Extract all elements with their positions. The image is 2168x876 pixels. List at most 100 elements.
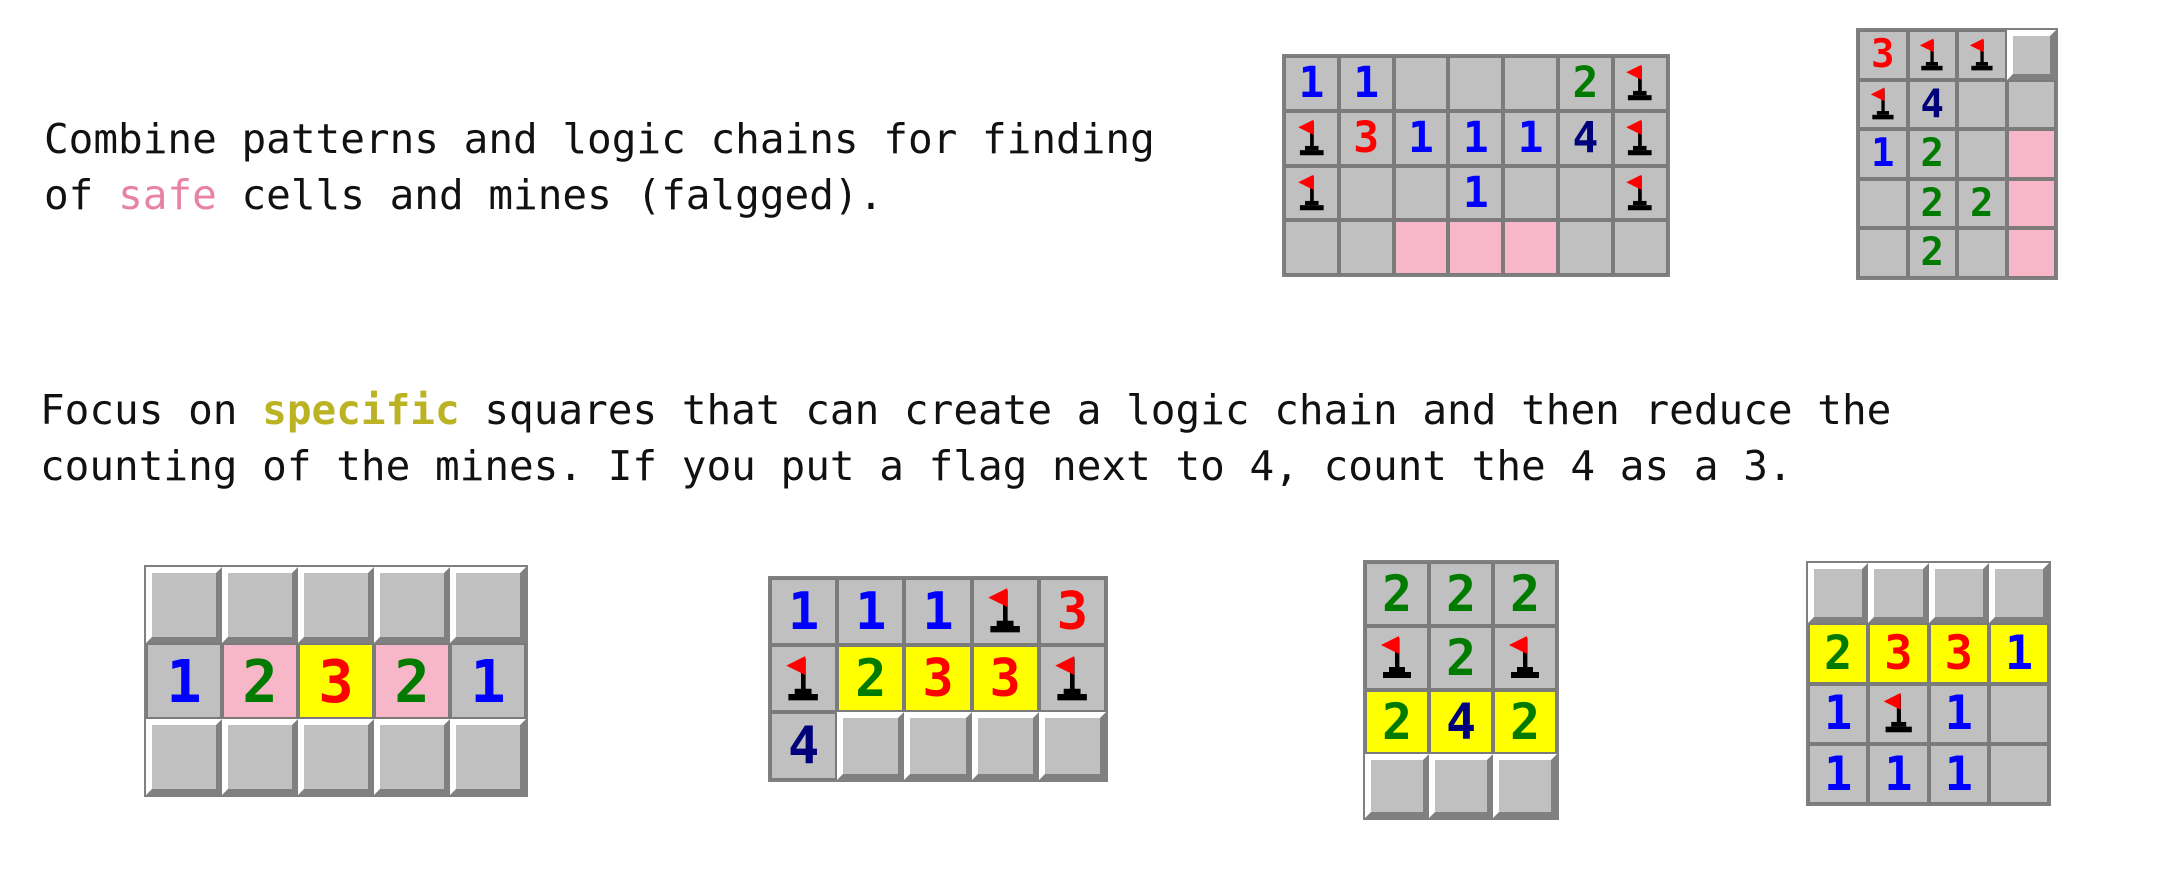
flag-cell[interactable] [1612, 165, 1668, 221]
unrevealed-cell[interactable] [146, 567, 222, 643]
empty-cell[interactable] [1858, 228, 1908, 278]
safe-cell[interactable] [2006, 228, 2056, 278]
safe-cell[interactable] [1393, 220, 1449, 276]
empty-cell[interactable] [1338, 165, 1394, 221]
number-cell-4[interactable]: 4 [1557, 110, 1613, 166]
number-cell-2[interactable]: 2 [1557, 56, 1613, 111]
empty-cell[interactable] [1503, 56, 1558, 111]
number-cell-1[interactable]: 1 [1448, 110, 1504, 166]
safe-cell[interactable] [1448, 220, 1504, 276]
number-cell-1[interactable]: 1 [146, 643, 222, 719]
empty-cell[interactable] [1503, 165, 1558, 221]
number-cell-3[interactable]: 3 [1928, 623, 1989, 684]
flag-cell[interactable] [1868, 683, 1929, 744]
flag-cell[interactable] [1957, 30, 2007, 80]
empty-cell[interactable] [1284, 220, 1339, 276]
safe-cell[interactable] [2006, 178, 2056, 228]
empty-cell[interactable] [2006, 79, 2056, 129]
number-cell-2[interactable]: 2 [1365, 562, 1429, 626]
number-cell-3[interactable]: 3 [1858, 30, 1908, 80]
flag-cell[interactable] [1612, 56, 1668, 111]
unrevealed-cell[interactable] [1038, 712, 1106, 780]
empty-cell[interactable] [1393, 165, 1449, 221]
empty-cell[interactable] [1957, 129, 2007, 179]
empty-cell[interactable] [1988, 743, 2050, 805]
flag-cell[interactable] [1038, 645, 1106, 713]
empty-cell[interactable] [1557, 220, 1613, 276]
flag-cell[interactable] [971, 578, 1039, 646]
number-cell-1[interactable]: 1 [1808, 683, 1869, 744]
flag-cell[interactable] [1907, 30, 1957, 80]
empty-cell[interactable] [1988, 683, 2050, 744]
unrevealed-cell[interactable] [2006, 30, 2056, 80]
number-cell-2[interactable]: 2 [1493, 690, 1557, 754]
empty-cell[interactable] [1612, 220, 1668, 276]
empty-cell[interactable] [1858, 178, 1908, 228]
flag-cell[interactable] [1493, 626, 1557, 690]
unrevealed-cell[interactable] [374, 719, 450, 795]
unrevealed-cell[interactable] [1928, 563, 1989, 624]
unrevealed-cell[interactable] [222, 567, 298, 643]
empty-cell[interactable] [1557, 165, 1613, 221]
number-cell-2[interactable]: 2 [1957, 178, 2007, 228]
number-cell-2[interactable]: 2 [1808, 623, 1869, 684]
number-cell-3[interactable]: 3 [904, 645, 972, 713]
empty-cell[interactable] [1957, 228, 2007, 278]
number-cell-3[interactable]: 3 [971, 645, 1039, 713]
number-cell-1[interactable]: 1 [1448, 165, 1504, 221]
number-cell-1[interactable]: 1 [450, 643, 526, 719]
number-cell-3[interactable]: 3 [1338, 110, 1394, 166]
number-cell-2[interactable]: 2 [1429, 626, 1493, 690]
flag-cell[interactable] [1284, 110, 1339, 166]
number-cell-2[interactable]: 2 [1907, 178, 1957, 228]
unrevealed-cell[interactable] [374, 567, 450, 643]
safe-cell[interactable] [2006, 129, 2056, 179]
number-cell-2[interactable]: 2 [1365, 690, 1429, 754]
unrevealed-cell[interactable] [298, 719, 374, 795]
number-cell-1[interactable]: 1 [1928, 683, 1989, 744]
empty-cell[interactable] [1338, 220, 1394, 276]
number-cell-2[interactable]: 2 [374, 643, 450, 719]
number-cell-1[interactable]: 1 [1988, 623, 2050, 684]
number-cell-1[interactable]: 1 [1503, 110, 1558, 166]
number-cell-1[interactable]: 1 [1393, 110, 1449, 166]
number-cell-1[interactable]: 1 [1858, 129, 1908, 179]
flag-cell[interactable] [1612, 110, 1668, 166]
safe-cell[interactable] [1503, 220, 1558, 276]
number-cell-1[interactable]: 1 [1338, 56, 1394, 111]
empty-cell[interactable] [1957, 79, 2007, 129]
number-cell-3[interactable]: 3 [1868, 623, 1929, 684]
number-cell-4[interactable]: 4 [1907, 79, 1957, 129]
unrevealed-cell[interactable] [1808, 563, 1869, 624]
number-cell-1[interactable]: 1 [1928, 743, 1989, 805]
unrevealed-cell[interactable] [1429, 754, 1493, 818]
unrevealed-cell[interactable] [146, 719, 222, 795]
flag-cell[interactable] [770, 645, 838, 713]
unrevealed-cell[interactable] [222, 719, 298, 795]
number-cell-2[interactable]: 2 [1429, 562, 1493, 626]
flag-cell[interactable] [1858, 79, 1908, 129]
number-cell-1[interactable]: 1 [1284, 56, 1339, 111]
unrevealed-cell[interactable] [450, 567, 526, 643]
unrevealed-cell[interactable] [298, 567, 374, 643]
number-cell-1[interactable]: 1 [1868, 743, 1929, 805]
number-cell-1[interactable]: 1 [837, 578, 905, 646]
unrevealed-cell[interactable] [904, 712, 972, 780]
number-cell-3[interactable]: 3 [298, 643, 374, 719]
number-cell-2[interactable]: 2 [1907, 228, 1957, 278]
number-cell-3[interactable]: 3 [1038, 578, 1106, 646]
empty-cell[interactable] [1393, 56, 1449, 111]
unrevealed-cell[interactable] [1493, 754, 1557, 818]
unrevealed-cell[interactable] [1988, 563, 2050, 624]
flag-cell[interactable] [1365, 626, 1429, 690]
unrevealed-cell[interactable] [1868, 563, 1929, 624]
number-cell-1[interactable]: 1 [904, 578, 972, 646]
number-cell-1[interactable]: 1 [1808, 743, 1869, 805]
number-cell-2[interactable]: 2 [837, 645, 905, 713]
unrevealed-cell[interactable] [1365, 754, 1429, 818]
number-cell-4[interactable]: 4 [1429, 690, 1493, 754]
unrevealed-cell[interactable] [971, 712, 1039, 780]
number-cell-1[interactable]: 1 [770, 578, 838, 646]
number-cell-2[interactable]: 2 [1493, 562, 1557, 626]
unrevealed-cell[interactable] [450, 719, 526, 795]
